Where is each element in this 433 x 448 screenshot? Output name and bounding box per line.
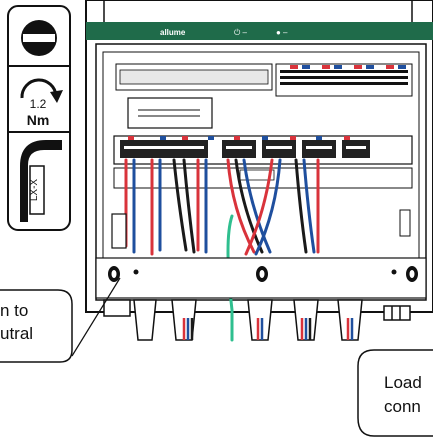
torque-unit: Nm [27, 112, 50, 128]
torque-value: 1.2 [30, 97, 47, 111]
mounting-screws [108, 266, 418, 282]
left-callout [0, 277, 121, 363]
bit-type-label: LX-X [29, 179, 40, 202]
torque-arrow-icon [20, 78, 63, 103]
wiring [124, 158, 320, 342]
right-callout-line-2: conn [384, 397, 421, 416]
brand-logo: allume [160, 28, 186, 37]
left-callout-leader [71, 277, 121, 357]
label-plate [127, 97, 213, 129]
wire-blue [302, 158, 316, 254]
wire-blue [242, 158, 272, 254]
tool-strip: 1.2 Nm LX-X [7, 5, 71, 231]
flat-screwdriver-icon [21, 20, 57, 56]
enclosure: allume ⏻ – ● – [85, 0, 433, 342]
screwdriver-bit-icon [20, 140, 62, 222]
wire-green [226, 214, 234, 342]
wire-red [244, 158, 274, 256]
status-bar [86, 22, 433, 40]
wire-black [234, 158, 264, 254]
status-indicator: ● – [276, 28, 288, 37]
wire-blue [254, 158, 282, 256]
gland-wires [182, 318, 354, 340]
upper-terminal-block [115, 63, 413, 97]
right-callout [357, 349, 433, 437]
terminal-rail [113, 135, 413, 189]
wire-black [182, 158, 196, 254]
right-callout-line-1: Load [384, 373, 422, 392]
wire-black [294, 158, 308, 254]
side-clip [111, 213, 127, 249]
left-callout-line-2: utral [0, 324, 34, 343]
left-callout-line-1: n to [0, 301, 29, 320]
wire-black [172, 158, 188, 252]
power-indicator: ⏻ – [234, 28, 248, 37]
